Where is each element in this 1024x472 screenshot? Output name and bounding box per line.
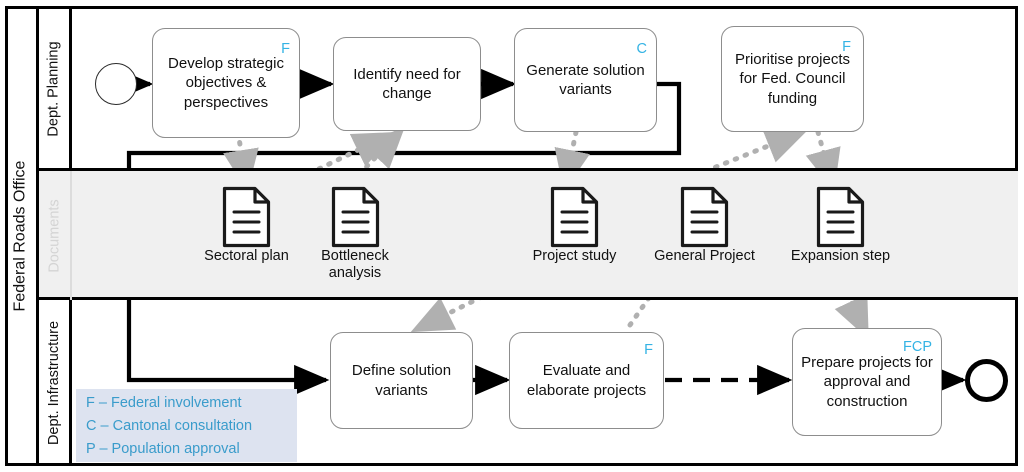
task-label: Prepare projects for approval and constr… xyxy=(801,354,933,410)
task-evaluate-elaborate-projects[interactable]: Evaluate and elaborate projects F xyxy=(509,332,664,429)
document-bottleneck-analysis[interactable]: Bottleneck analysis xyxy=(320,186,390,283)
document-label: General Project xyxy=(654,248,755,264)
document-label: Project study xyxy=(532,248,617,264)
assoc-evaluate-to-general-project xyxy=(627,252,681,328)
task-badge-cantonal: C xyxy=(636,41,647,57)
task-label: Generate solution variants xyxy=(526,61,645,98)
task-label: Develop strategic objectives & perspecti… xyxy=(168,55,284,111)
task-label: Identify need for change xyxy=(353,65,461,102)
document-label: Bottleneck analysis xyxy=(321,248,389,282)
document-icon xyxy=(550,186,599,248)
task-prepare-projects[interactable]: Prepare projects for approval and constr… xyxy=(792,328,942,436)
legend-line-federal: F – Federal involvement xyxy=(86,395,242,411)
task-badge-federal: F xyxy=(281,41,290,57)
document-general-project[interactable]: General Project xyxy=(654,186,755,265)
lane-header-documents: Documents xyxy=(39,171,72,300)
start-event[interactable] xyxy=(95,63,137,105)
task-prioritise-projects[interactable]: Prioritise projects for Fed. Council fun… xyxy=(721,26,864,132)
task-label: Prioritise projects for Fed. Council fun… xyxy=(734,51,851,107)
assoc-develop-to-sectoral-plan xyxy=(223,129,259,192)
task-label: Define solution variants xyxy=(351,362,452,399)
pool-header: Federal Roads Office xyxy=(5,6,39,466)
lane-dept-planning xyxy=(39,6,1018,171)
lane-label-documents: Documents xyxy=(46,198,63,273)
task-define-solution-variants[interactable]: Define solution variants xyxy=(330,332,473,429)
lane-label-dept-infrastructure: Dept. Infrastructure xyxy=(46,320,63,446)
end-event[interactable] xyxy=(965,359,1008,402)
legend-line-cantonal: C – Cantonal consultation xyxy=(86,417,253,434)
document-expansion-step[interactable]: Expansion step xyxy=(791,186,890,265)
task-badge-fcp: FCP xyxy=(903,339,932,355)
document-label: Sectoral plan xyxy=(204,248,289,264)
document-icon xyxy=(816,186,865,248)
document-project-study[interactable]: Project study xyxy=(533,186,616,265)
task-generate-solution-variants[interactable]: Generate solution variants C xyxy=(514,28,657,132)
lane-label-dept-planning: Dept. Planning xyxy=(46,40,62,137)
lane-header-dept-infrastructure: Dept. Infrastructure xyxy=(39,300,72,466)
legend-line-population: P – Population approval xyxy=(86,440,240,457)
task-badge-federal: F xyxy=(644,342,653,358)
document-label: Expansion step xyxy=(790,248,891,264)
task-identify-need-for-change[interactable]: Identify need for change xyxy=(333,37,481,131)
document-icon xyxy=(680,186,729,248)
document-icon xyxy=(222,186,271,248)
legend: F – Federal involvement C – Cantonal con… xyxy=(76,389,297,462)
task-label: Evaluate and elaborate projects xyxy=(526,362,647,399)
task-develop-strategic-objectives[interactable]: Develop strategic objectives & perspecti… xyxy=(152,28,300,138)
assoc-generate-to-project-study xyxy=(554,129,590,192)
pool-label: Federal Roads Office xyxy=(11,160,29,312)
document-sectoral-plan[interactable]: Sectoral plan xyxy=(204,186,289,265)
task-badge-federal: F xyxy=(842,39,851,55)
assoc-prioritise-to-expansion-step xyxy=(805,129,841,192)
lane-header-dept-planning: Dept. Planning xyxy=(39,6,72,171)
document-icon xyxy=(331,186,379,248)
